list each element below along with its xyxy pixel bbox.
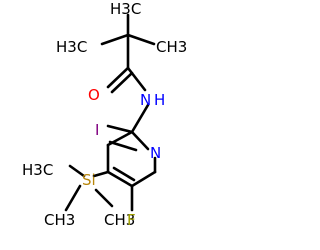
bond: [126, 66, 147, 92]
bond: [106, 66, 130, 89]
bonds: [64, 13, 157, 212]
bond: [112, 166, 136, 182]
molecule-structure: H3C H3C CH3 O N H I N Si H3C CH3 CH3 F: [22, 0, 187, 229]
silicon-label: Si: [82, 171, 96, 189]
methyl-label: CH3: [44, 211, 75, 229]
bond: [68, 164, 86, 178]
iodine-label: I: [95, 121, 99, 139]
methyl-label: CH3: [156, 38, 187, 56]
bond: [64, 184, 82, 212]
bond: [130, 103, 150, 134]
fluorine-label: F: [127, 211, 136, 229]
oxygen-label: O: [88, 86, 100, 104]
bond: [92, 170, 110, 178]
methyl-label: CH3: [104, 211, 135, 229]
amide-hydrogen-label: H: [154, 91, 165, 109]
bond: [130, 130, 150, 151]
bond: [108, 140, 138, 152]
amide-nitrogen-label: N: [140, 91, 151, 109]
bond: [106, 170, 134, 188]
methyl-label: H3C: [56, 38, 87, 56]
bond: [106, 124, 134, 134]
bond: [106, 130, 134, 147]
methyl-label: H3C: [22, 161, 53, 179]
bond: [110, 71, 134, 94]
bond: [130, 170, 157, 188]
bond: [100, 33, 130, 46]
atom-labels: H3C H3C CH3 O N H I N Si H3C CH3 CH3 F: [22, 0, 187, 229]
bond: [126, 33, 156, 46]
pyridine-nitrogen-label: N: [150, 144, 161, 162]
methyl-label: H3C: [110, 0, 141, 18]
bond: [94, 188, 114, 208]
